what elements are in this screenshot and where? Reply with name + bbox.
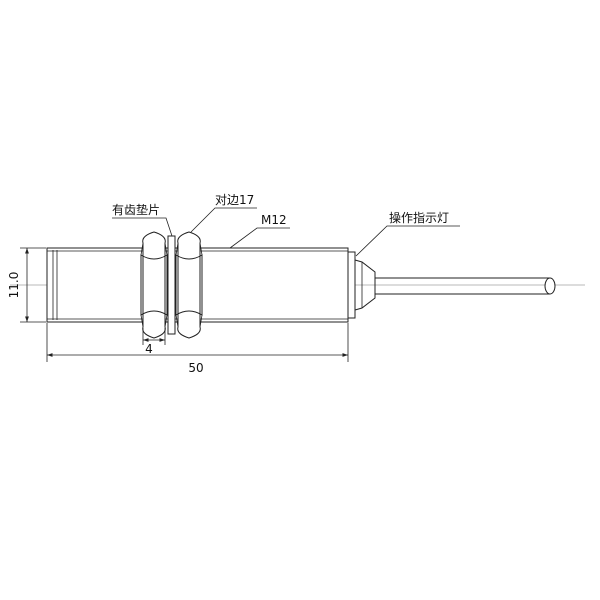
thread-label: M12 [261,213,287,227]
toothed-washer-leader [112,217,173,237]
across-flats-label: 对边17 [215,193,254,207]
toothed-washer-label: 有齿垫片 [112,202,160,217]
thread-leader [229,227,290,249]
body-length-value: 50 [188,361,203,375]
diameter-value: 11.0 [7,272,21,299]
indicator-leader [355,225,460,257]
washer-thickness-dimension [142,328,166,345]
indicator-label: 操作指示灯 [389,210,449,225]
end-cap [347,251,376,319]
hex-nut-right [175,231,203,339]
cable [375,277,556,295]
toothed-washer [167,235,176,335]
body-length-dimension [46,323,349,362]
across-flats-leader [190,207,257,233]
hex-nut-left [140,231,168,339]
diameter-dimension [20,247,46,323]
washer-thickness-value: 4 [145,342,153,356]
